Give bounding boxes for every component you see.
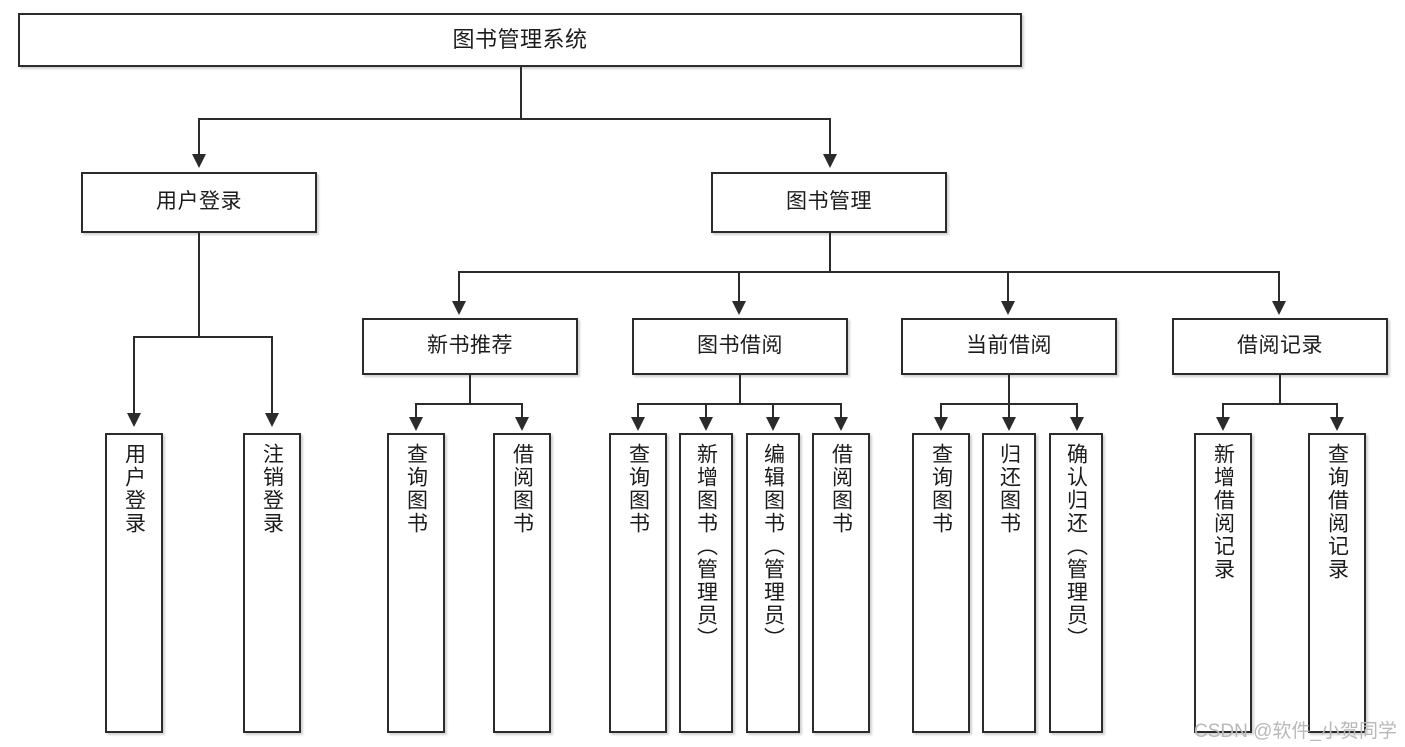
arrow-book-mgmt-child-2	[732, 301, 746, 315]
arrow-current-borrow-child-1	[934, 417, 948, 431]
node-label: 图书管理	[786, 190, 872, 214]
arrow-root-to-user-login	[192, 154, 206, 168]
leaf-borrow-record-query[interactable]: 查询借阅记录	[1308, 433, 1366, 733]
arrow-book-mgmt-child-1	[452, 301, 466, 315]
connector-book-mgmt-trunk	[829, 233, 831, 271]
arrow-book-borrow-child-4	[834, 417, 848, 431]
connector-book-borrow-child-4	[840, 403, 842, 419]
arrow-user-login-child-1	[127, 413, 141, 427]
connector-new-book-bar	[415, 403, 523, 405]
node-label: 查询图书	[929, 443, 953, 535]
connector-root-to-book-mgmt	[829, 118, 831, 156]
node-label: 注销登录	[260, 443, 284, 535]
node-book-management[interactable]: 图书管理	[711, 172, 947, 233]
connector-current-borrow-child-1	[940, 403, 942, 419]
connector-book-mgmt-child-3	[1007, 271, 1009, 303]
node-label: 查询图书	[626, 443, 650, 535]
connector-new-book-trunk	[469, 375, 471, 403]
leaf-current-borrow-confirm[interactable]: 确认归还（管理员）	[1049, 433, 1103, 733]
connector-borrow-record-child-2	[1336, 403, 1338, 419]
leaf-book-borrow-add[interactable]: 新增图书（管理员）	[679, 433, 733, 733]
connector-user-login-child-2	[271, 336, 273, 415]
node-root-system[interactable]: 图书管理系统	[18, 13, 1022, 67]
connector-root-to-user-login	[198, 118, 200, 156]
node-book-borrow[interactable]: 图书借阅	[632, 318, 848, 375]
connector-book-borrow-child-3	[772, 403, 774, 419]
node-label: 查询图书	[404, 443, 428, 535]
connector-borrow-record-bar	[1222, 403, 1337, 405]
node-new-book-recommend[interactable]: 新书推荐	[362, 318, 578, 375]
node-label: 新书推荐	[427, 334, 513, 358]
node-label: 用户登录	[122, 443, 146, 535]
leaf-current-borrow-query[interactable]: 查询图书	[912, 433, 970, 733]
arrow-current-borrow-child-3	[1070, 417, 1084, 431]
arrow-root-to-book-mgmt	[823, 154, 837, 168]
connector-user-login-bar	[133, 336, 271, 338]
arrow-book-borrow-child-1	[631, 417, 645, 431]
connector-root-trunk	[520, 67, 522, 118]
node-label: 当前借阅	[966, 334, 1052, 358]
node-label: 归还图书	[997, 443, 1021, 535]
connector-book-borrow-trunk	[739, 375, 741, 403]
leaf-user-login-login[interactable]: 用户登录	[105, 433, 163, 733]
connector-current-borrow-trunk	[1008, 375, 1010, 403]
leaf-borrow-record-add[interactable]: 新增借阅记录	[1194, 433, 1252, 733]
node-label: 图书管理系统	[452, 27, 588, 53]
leaf-book-borrow-lend[interactable]: 借阅图书	[812, 433, 870, 733]
node-label: 查询借阅记录	[1325, 443, 1349, 581]
node-label: 编辑图书（管理员）	[761, 443, 785, 650]
arrow-borrow-record-child-2	[1330, 417, 1344, 431]
arrow-book-borrow-child-3	[766, 417, 780, 431]
leaf-book-borrow-query[interactable]: 查询图书	[609, 433, 667, 733]
connector-book-borrow-child-2	[705, 403, 707, 419]
node-label: 新增图书（管理员）	[694, 443, 718, 650]
node-borrow-record[interactable]: 借阅记录	[1172, 318, 1388, 375]
connector-book-mgmt-bar	[458, 271, 1280, 273]
connector-new-book-child-1	[415, 403, 417, 419]
connector-book-borrow-child-1	[637, 403, 639, 419]
node-label: 借阅图书	[510, 443, 534, 535]
connector-book-borrow-bar	[637, 403, 841, 405]
arrow-book-mgmt-child-3	[1001, 301, 1015, 315]
node-label: 用户登录	[156, 190, 242, 214]
node-label: 确认归还（管理员）	[1064, 443, 1088, 650]
node-label: 借阅图书	[829, 443, 853, 535]
node-user-login[interactable]: 用户登录	[81, 172, 317, 233]
connector-current-borrow-child-2	[1008, 403, 1010, 419]
leaf-new-book-query[interactable]: 查询图书	[387, 433, 445, 733]
arrow-new-book-child-1	[409, 417, 423, 431]
leaf-current-borrow-return[interactable]: 归还图书	[982, 433, 1036, 733]
arrow-user-login-child-2	[265, 413, 279, 427]
connector-current-borrow-child-3	[1076, 403, 1078, 419]
connector-user-login-child-1	[133, 336, 135, 415]
arrow-book-borrow-child-2	[699, 417, 713, 431]
node-label: 新增借阅记录	[1211, 443, 1235, 581]
connector-new-book-child-2	[521, 403, 523, 419]
connector-borrow-record-trunk	[1279, 375, 1281, 403]
leaf-user-login-logout[interactable]: 注销登录	[243, 433, 301, 733]
connector-book-mgmt-child-2	[738, 271, 740, 303]
connector-borrow-record-child-1	[1222, 403, 1224, 419]
connector-book-mgmt-child-1	[458, 271, 460, 303]
arrow-current-borrow-child-2	[1002, 417, 1016, 431]
arrow-borrow-record-child-1	[1216, 417, 1230, 431]
connector-root-bar	[198, 118, 831, 120]
watermark: CSDN @软件_小贺同学	[1194, 721, 1397, 742]
node-label: 图书借阅	[697, 334, 783, 358]
node-current-borrow[interactable]: 当前借阅	[901, 318, 1117, 375]
node-label: 借阅记录	[1237, 334, 1323, 358]
leaf-book-borrow-edit[interactable]: 编辑图书（管理员）	[746, 433, 800, 733]
connector-book-mgmt-child-4	[1278, 271, 1280, 303]
arrow-book-mgmt-child-4	[1272, 301, 1286, 315]
arrow-new-book-child-2	[515, 417, 529, 431]
connector-user-login-trunk	[198, 233, 200, 336]
leaf-new-book-borrow[interactable]: 借阅图书	[493, 433, 551, 733]
